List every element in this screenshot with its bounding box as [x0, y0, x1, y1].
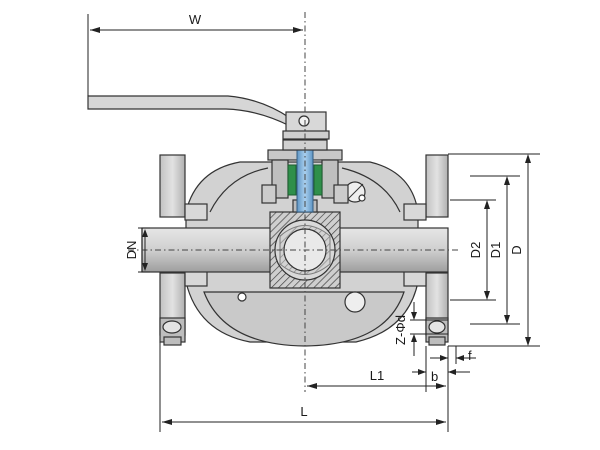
- label-W: W: [189, 12, 202, 27]
- label-Z-phi-d: Z-Φd: [393, 315, 408, 345]
- label-L1: L1: [370, 368, 384, 383]
- stem-assembly: [261, 131, 349, 213]
- dim-W: W: [87, 12, 303, 96]
- dim-Z-phi-d: Z-Φd: [393, 302, 448, 356]
- small-hole-left: [237, 292, 247, 302]
- label-D2: D2: [468, 242, 483, 259]
- label-L: L: [300, 404, 307, 419]
- dim-b: b: [412, 346, 470, 392]
- bolt-hole-lower: [344, 291, 366, 313]
- packing-right: [313, 164, 323, 196]
- handle-nut: [298, 115, 310, 127]
- lever-handle: [87, 95, 330, 140]
- dim-L: L: [159, 342, 449, 432]
- dim-D-group: D2 D1 D: [448, 153, 540, 347]
- label-b: b: [431, 369, 438, 384]
- packing-left: [287, 164, 297, 196]
- dim-DN: DN: [124, 227, 150, 273]
- label-f: f: [468, 348, 472, 363]
- label-DN: DN: [124, 241, 139, 260]
- dim-L1: L1: [307, 368, 446, 389]
- right-flange: [403, 154, 449, 346]
- label-D: D: [509, 245, 524, 254]
- left-flange: [159, 154, 208, 346]
- label-D1: D1: [488, 242, 503, 259]
- center-lines: [128, 12, 460, 392]
- dim-f: f: [430, 346, 476, 380]
